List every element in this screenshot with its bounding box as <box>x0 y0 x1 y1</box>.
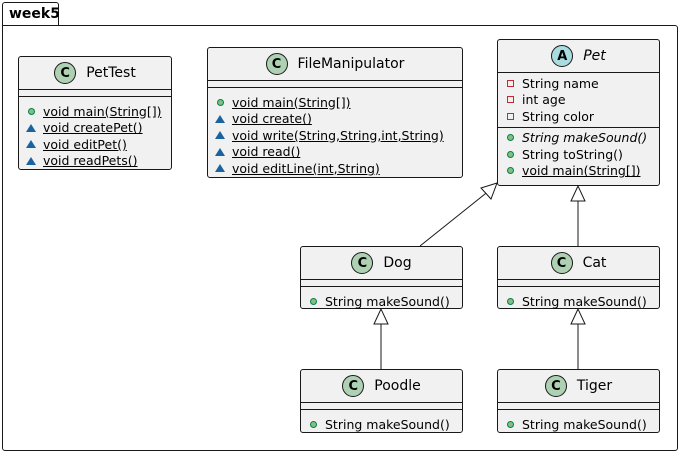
class-header: C Tiger <box>498 370 659 402</box>
class-c-icon: C <box>544 375 567 397</box>
class-name: Poodle <box>374 378 421 394</box>
fields-divider <box>498 402 659 409</box>
class-filemanipulator[interactable]: C FileManipulator void main(String[]) vo… <box>207 47 463 178</box>
class-c-icon: C <box>342 375 365 397</box>
public-icon <box>214 98 226 106</box>
inheritance-arrowhead-dog-pet <box>480 182 498 200</box>
method-row: void editPet() <box>25 136 165 153</box>
inheritance-dog-pet <box>419 189 491 247</box>
public-icon <box>504 134 516 142</box>
public-icon <box>504 150 516 158</box>
method-row: void write(String,String,int,String) <box>214 127 456 144</box>
package-private-icon <box>214 114 226 123</box>
class-name: Tiger <box>576 378 613 394</box>
package-private-icon <box>25 123 37 132</box>
methods-divider <box>19 96 171 103</box>
method-row: String toString() <box>504 146 653 163</box>
methods-divider <box>498 409 659 416</box>
method-row: void read() <box>214 144 456 161</box>
field-row: String name <box>504 75 653 92</box>
package-private-icon <box>25 156 37 165</box>
class-cat[interactable]: C Cat String makeSound() <box>497 246 660 309</box>
fields-divider <box>208 80 462 87</box>
method-row: String makeSound() <box>504 416 653 433</box>
class-pettest[interactable]: C PetTest void main(String[]) void creat… <box>18 56 172 170</box>
class-name: Cat <box>582 255 607 271</box>
method-row: void editLine(int,String) <box>214 160 456 177</box>
package-private-icon <box>214 164 226 173</box>
method-row: String makeSound() <box>307 416 456 433</box>
methods-divider <box>208 87 462 94</box>
method-row: String makeSound() <box>307 293 456 310</box>
inheritance-arrowhead-poodle-dog <box>373 307 389 325</box>
method-row: void readPets() <box>25 153 165 170</box>
method-row: void create() <box>214 111 456 128</box>
fields-divider <box>498 72 659 75</box>
package-tab: week5 <box>2 2 60 26</box>
class-name: Pet <box>583 48 606 64</box>
class-dog[interactable]: C Dog String makeSound() <box>300 246 463 309</box>
class-header: C FileManipulator <box>208 48 462 80</box>
method-row: void createPet() <box>25 120 165 137</box>
class-header: A Pet <box>498 40 659 72</box>
class-header: C Dog <box>301 247 462 279</box>
public-icon <box>25 107 37 115</box>
private-icon <box>504 112 516 120</box>
class-c-icon: C <box>550 252 573 274</box>
method-row: String makeSound() <box>504 130 653 147</box>
method-row: void main(String[]) <box>214 94 456 111</box>
fields-divider <box>19 89 171 96</box>
package-name: week5 <box>9 6 60 22</box>
fields-divider <box>498 279 659 286</box>
public-icon <box>504 297 516 305</box>
public-icon <box>307 297 319 305</box>
field-row: String color <box>504 108 653 125</box>
class-header: C Poodle <box>301 370 462 402</box>
package-private-icon <box>214 131 226 140</box>
method-row: void main(String[]) <box>504 163 653 180</box>
abstract-class-a-icon: A <box>551 45 574 67</box>
methods-divider <box>301 409 462 416</box>
method-row: String makeSound() <box>504 293 653 310</box>
public-icon <box>504 167 516 175</box>
class-tiger[interactable]: C Tiger String makeSound() <box>497 369 660 433</box>
methods-divider <box>301 286 462 293</box>
class-header: C Cat <box>498 247 659 279</box>
public-icon <box>307 420 319 428</box>
public-icon <box>504 420 516 428</box>
class-c-icon: C <box>265 53 288 75</box>
class-name: FileManipulator <box>297 56 405 72</box>
class-pet[interactable]: A Pet String name int age String color S… <box>497 39 660 186</box>
method-row: void main(String[]) <box>25 103 165 120</box>
class-c-icon: C <box>351 252 374 274</box>
package-private-icon <box>25 140 37 149</box>
private-icon <box>504 96 516 104</box>
fields-divider <box>301 402 462 409</box>
class-header: C PetTest <box>19 57 171 89</box>
fields-divider <box>301 279 462 286</box>
class-name: Dog <box>383 255 412 271</box>
inheritance-arrowhead-tiger-cat <box>570 307 586 325</box>
class-c-icon: C <box>54 62 77 84</box>
private-icon <box>504 79 516 87</box>
class-name: PetTest <box>86 65 136 81</box>
methods-divider <box>498 126 659 130</box>
methods-divider <box>498 286 659 293</box>
inheritance-arrowhead-cat-pet <box>570 184 586 202</box>
package-private-icon <box>214 147 226 156</box>
class-poodle[interactable]: C Poodle String makeSound() <box>300 369 463 433</box>
field-row: int age <box>504 92 653 109</box>
